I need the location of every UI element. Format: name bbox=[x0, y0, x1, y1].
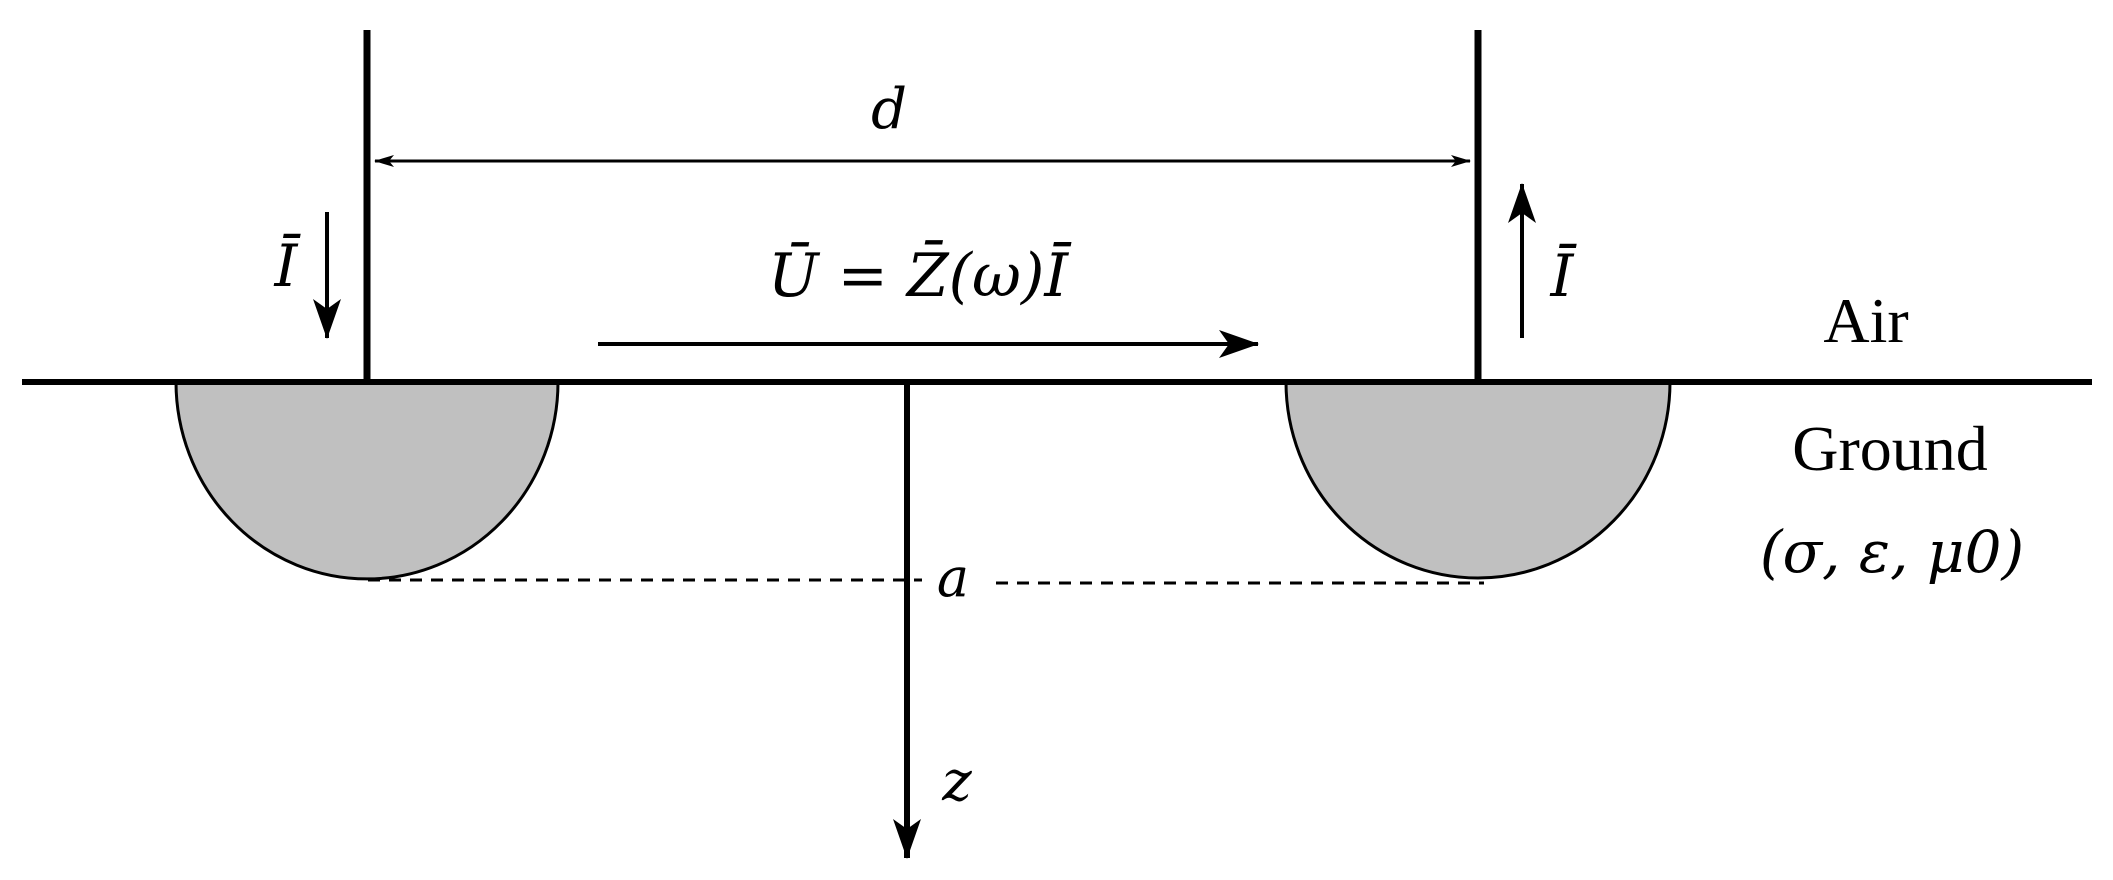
ground-parameters-label: (σ, ε, μ0) bbox=[1760, 518, 2024, 586]
right-hemispherical-electrode bbox=[1284, 380, 1672, 580]
left-hemispherical-electrode bbox=[174, 380, 560, 581]
right-current-label: Ī bbox=[1550, 242, 1578, 310]
distance-label: d bbox=[871, 77, 907, 142]
left-current-label: Ī bbox=[274, 232, 302, 300]
depth-axis-label: z bbox=[941, 749, 972, 814]
ground-label: Ground bbox=[1792, 413, 1988, 484]
air-label: Air bbox=[1823, 285, 1908, 356]
radius-label: a bbox=[937, 546, 969, 609]
voltage-equation: Ū = Z̄(ω)Ī bbox=[768, 240, 1072, 311]
